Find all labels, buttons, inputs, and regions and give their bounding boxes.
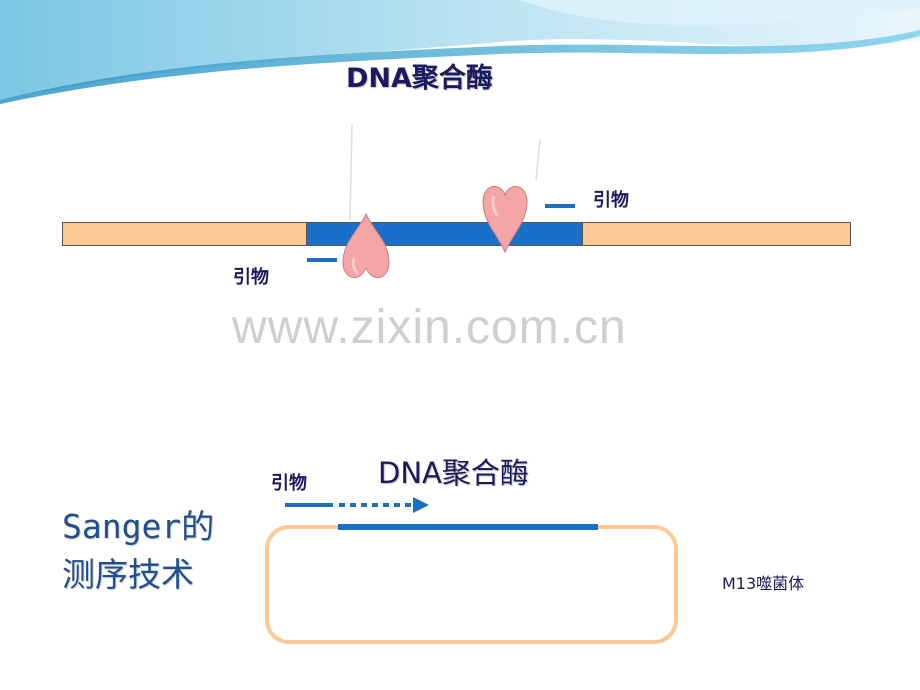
sanger-title-line2: 测序技术: [62, 555, 194, 594]
template-strand-left: [62, 222, 307, 246]
watermark: www.zixin.com.cn: [232, 301, 627, 354]
dashed-arrow-icon: [285, 497, 429, 513]
sanger-title-line1: Sanger的: [62, 507, 215, 546]
heart-enzyme-icon: [482, 186, 528, 254]
m13-circular-template: [265, 524, 678, 644]
header-wave: [0, 0, 920, 104]
m13-phage-label: M13噬菌体: [722, 574, 805, 593]
pointer-lines: [349, 124, 541, 221]
primer-right: [545, 204, 575, 208]
primer-label-left: 引物: [233, 267, 269, 288]
top-enzyme-label: DNA聚合酶: [346, 63, 493, 94]
sanger-title: Sanger的 测序技术: [62, 503, 214, 599]
template-strand-right: [582, 222, 851, 246]
bottom-enzyme-label: DNA聚合酶: [378, 456, 529, 490]
primer-label-right: 引物: [593, 190, 629, 211]
bottom-primer-label: 引物: [271, 473, 307, 494]
heart-enzyme-icon: [342, 212, 390, 278]
primer-left: [307, 258, 337, 262]
